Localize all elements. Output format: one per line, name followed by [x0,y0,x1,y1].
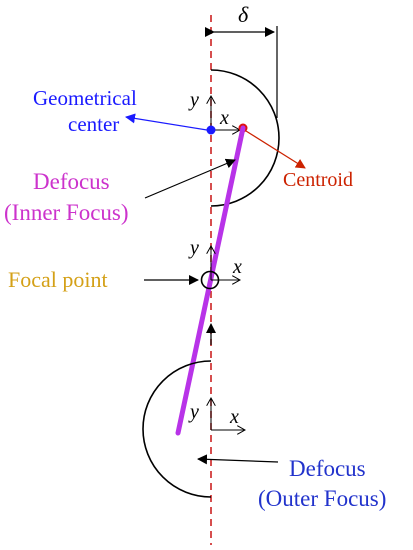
outer-focus-half-disk [142,360,212,498]
mid-x-label: x [232,256,242,278]
defocus-inner-label-line1: Defocus [33,169,110,194]
geometrical-center-label-line2: center [68,112,119,136]
beam-line [175,125,246,436]
defocus-inner-label-line2: (Inner Focus) [4,200,129,225]
centroid-pointer [245,130,306,169]
defocus-outer-label-line2: (Outer Focus) [258,486,386,511]
bottom-y-label: y [188,401,199,423]
geometrical-center-dot [206,125,216,135]
defocus-outer-label-line1: Defocus [289,456,366,481]
defocus-outer-pointer [197,454,279,465]
mid-y-label: y [188,237,199,259]
top-x-label: x [219,107,229,129]
centroid-label: Centroid [283,169,353,191]
geometrical-center-pointer [125,113,208,131]
top-y-label: y [188,89,199,111]
delta-label: δ [238,2,249,27]
focal-point-circle [200,270,220,290]
defocus-inner-pointer [144,158,236,199]
focal-point-label: Focal point [8,267,108,292]
bottom-x-label: x [229,406,239,428]
geometrical-center-label-line1: Geometrical [33,86,137,110]
inner-focus-half-disk [210,69,280,207]
